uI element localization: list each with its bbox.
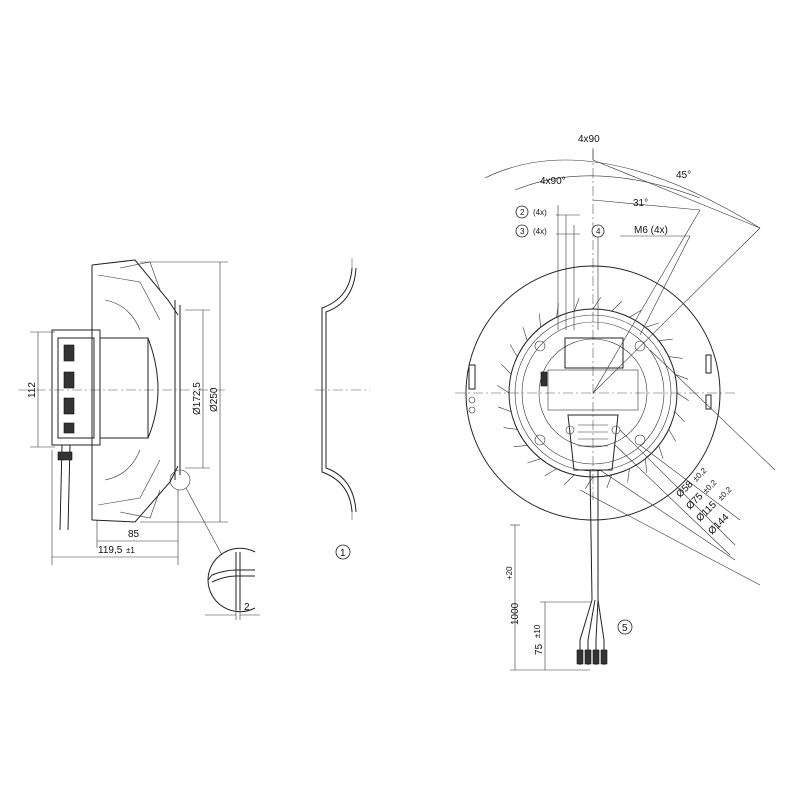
callout-2: 2 [520,208,525,217]
blade-tip [611,301,623,312]
dim-dia-250: Ø250 [209,387,220,412]
blade-tip [527,458,541,464]
dim-total-tolerance: ±1 [126,546,135,555]
lead-length-75: 75 [534,643,545,655]
blade-tip [645,458,647,473]
callout-1: 1 [340,548,346,559]
angle-4x90: 4x90 [578,134,600,145]
thread-m6: M6 (4x) [634,225,668,236]
dia-115-tol: ±0,2 [716,485,734,503]
blade-tip [497,385,510,394]
callout-3: 3 [520,227,525,236]
blade-tip [503,427,518,430]
callout-1-circle [335,544,351,560]
angle-45: 45° [676,170,691,181]
lead-length-tol: ±10 [533,624,542,638]
blade-tip [606,474,612,489]
blade-tip [574,297,580,312]
dim-depth-85: 85 [128,529,140,540]
dia-75-tol: ±0,2 [701,478,719,496]
blade-tip [674,411,685,423]
angle-31: 31° [633,198,648,209]
blade-tip [645,322,659,328]
blade-tip [592,297,601,310]
detail-view: 2 [205,547,260,620]
blade-tip [539,313,541,328]
blade-tip [501,363,512,375]
blade-tip [585,476,594,489]
cable-length-tol: +20 [505,566,514,580]
dim-thickness-2: 2 [244,602,250,613]
blade-tip [509,344,518,357]
callout-3-qty: (4x) [533,227,547,236]
callout-3-circle [515,224,529,238]
blade-tip [658,339,673,341]
blade-tip [497,406,512,412]
blade-tip [629,309,642,318]
dia-58-tol: ±0,2 [691,466,709,484]
callout-5: 5 [622,623,628,634]
cable-length-1000: 1000 [510,602,521,625]
blade-tip [522,327,528,341]
dim-total-119-5: 119,5 [98,545,123,556]
callout-2-qty: (4x) [533,208,547,217]
blade-tip [658,445,664,459]
blade-tip [627,468,630,483]
blade-tip [676,392,689,401]
front-view: 4x90 4x90° 45° 31° 2 (4x) 3 (4x) 4 M6 (4… [455,134,776,671]
inlet-ring-view: 1 [315,258,370,560]
blade-tip [668,429,677,442]
side-view: 112 Ø172,5 Ø250 85 119,5 ±1 [18,259,228,565]
dim-height-112: 112 [27,382,38,398]
callout-4: 4 [596,227,601,236]
blade-tip [674,374,689,380]
angle-4x90-deg: 4x90° [540,176,566,187]
blade-tip [544,468,557,477]
blade-tip [563,474,575,485]
callout-2-circle [515,205,529,219]
blade-tip [668,356,683,359]
callout-5-circle [617,619,633,635]
dim-dia-172-5: Ø172,5 [192,382,203,415]
blade-tip [513,445,528,447]
